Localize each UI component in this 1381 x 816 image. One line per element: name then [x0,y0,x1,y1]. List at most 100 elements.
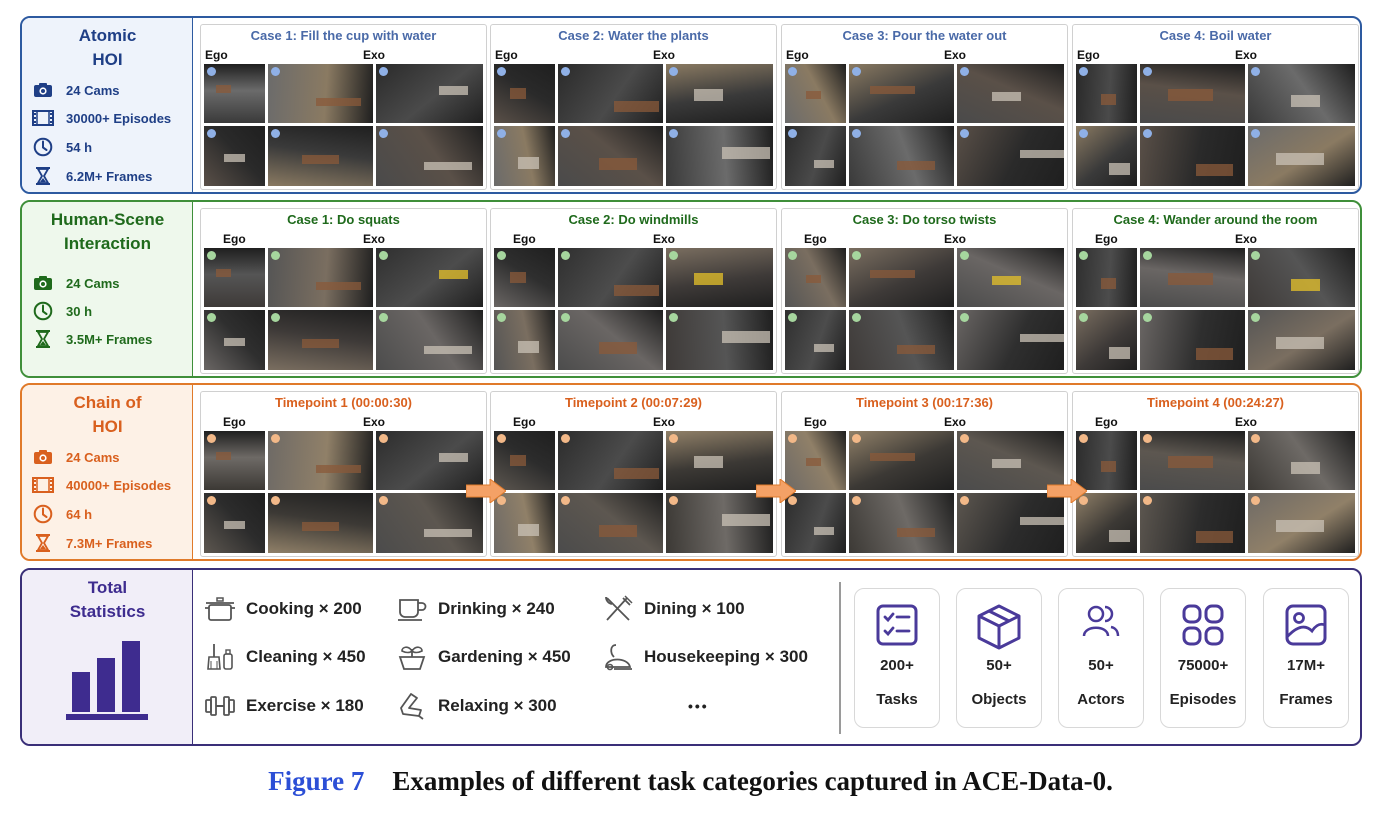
film-icon [32,474,54,496]
ego-view-image [785,493,846,553]
camera-index-badge [1143,251,1152,260]
exo-view-image [376,248,483,307]
camera-index-badge [788,496,797,505]
category-more: ••• [688,698,709,714]
scene-detail [813,343,835,352]
human-scene-panel: Human-Scene Interaction 24 Cams 30 h 3.5… [22,202,193,376]
exo-view-image [1248,310,1355,370]
camera-index-badge [852,313,861,322]
camera-index-badge [669,67,678,76]
stat-card-episodes: 75000+Episodes [1160,588,1246,728]
camera-index-badge [497,129,506,138]
ego-view-image [1076,310,1137,370]
scene-detail [216,268,232,277]
exo-view-image [849,431,954,490]
stat-frames: 7.3M+ Frames [32,532,152,554]
camera-index-badge [379,434,388,443]
scene-detail [301,339,340,348]
chain-hoi-section: Chain of HOI 24 Cams 40000+ Episodes 64 … [20,383,1362,561]
plant-icon [396,642,428,672]
scene-detail [1108,529,1130,542]
scene-detail [510,271,526,284]
ego-view-image [204,493,265,553]
camera-index-badge [497,496,506,505]
camera-index-badge [1143,313,1152,322]
camera-index-badge [271,129,280,138]
scene-detail [518,340,540,353]
scene-detail [721,514,770,526]
ego-view-image [1076,431,1137,490]
scene-detail [870,269,916,279]
dumbbell-icon [204,691,236,721]
scene-detail [518,523,540,536]
camera-index-badge [788,313,797,322]
scene-detail [992,92,1022,101]
camera-index-badge [852,496,861,505]
scene-detail [424,346,473,355]
scene-detail [613,284,659,297]
exo-view-image [558,126,663,186]
exo-view-image [957,126,1064,186]
camera-index-badge [788,434,797,443]
scene-detail [1101,277,1117,290]
camera-index-badge [788,129,797,138]
camera-index-badge [271,313,280,322]
scene-detail [1290,279,1320,292]
camera-index-badge [207,67,216,76]
camera-index-badge [960,496,969,505]
scene-detail [224,153,245,162]
camera-index-badge [1079,434,1088,443]
scene-detail [897,345,936,354]
arrow-right-icon [1047,479,1087,503]
camera-index-badge [379,251,388,260]
film-icon [32,107,54,129]
scene-detail [301,155,340,164]
exo-view-image [1140,493,1245,553]
section-title: Human-Scene Interaction [50,210,165,253]
divider [839,582,841,734]
ego-view-image [204,126,265,186]
scene-detail [301,522,340,531]
exo-view-image [268,431,373,490]
camera-index-badge [669,129,678,138]
exo-view-image [558,431,663,490]
exo-view-image [558,64,663,123]
clock-icon [32,300,54,322]
exo-view-image [1140,310,1245,370]
camera-index-badge [271,496,280,505]
ego-view-image [494,310,555,370]
camera-index-badge [271,67,280,76]
category-dining: Dining × 100 [602,595,745,622]
exo-view-image [1140,431,1245,490]
camera-index-badge [271,434,280,443]
exo-view-image [1140,248,1245,307]
hourglass-icon [32,165,54,187]
checklist-icon [855,603,939,649]
camera-index-badge [207,313,216,322]
category-cleaning: Cleaning × 450 [204,644,366,670]
camera-index-badge [1079,313,1088,322]
stat-hours: 54 h [32,136,92,158]
stat-card-actors: 50+Actors [1058,588,1144,728]
camera-index-badge [960,313,969,322]
camera-index-badge [1251,313,1260,322]
camera-index-badge [207,251,216,260]
camera-index-badge [669,313,678,322]
scene-detail [613,100,659,113]
camera-index-badge [960,67,969,76]
exo-view-image [849,64,954,123]
ego-view-image [204,431,265,490]
exo-view-image [376,431,483,490]
camera-index-badge [669,496,678,505]
category-exercise: Exercise × 180 [204,693,364,719]
ego-view-image [785,248,846,307]
camera-index-badge [561,496,570,505]
scene-detail [1195,164,1234,177]
scene-detail [870,452,916,462]
